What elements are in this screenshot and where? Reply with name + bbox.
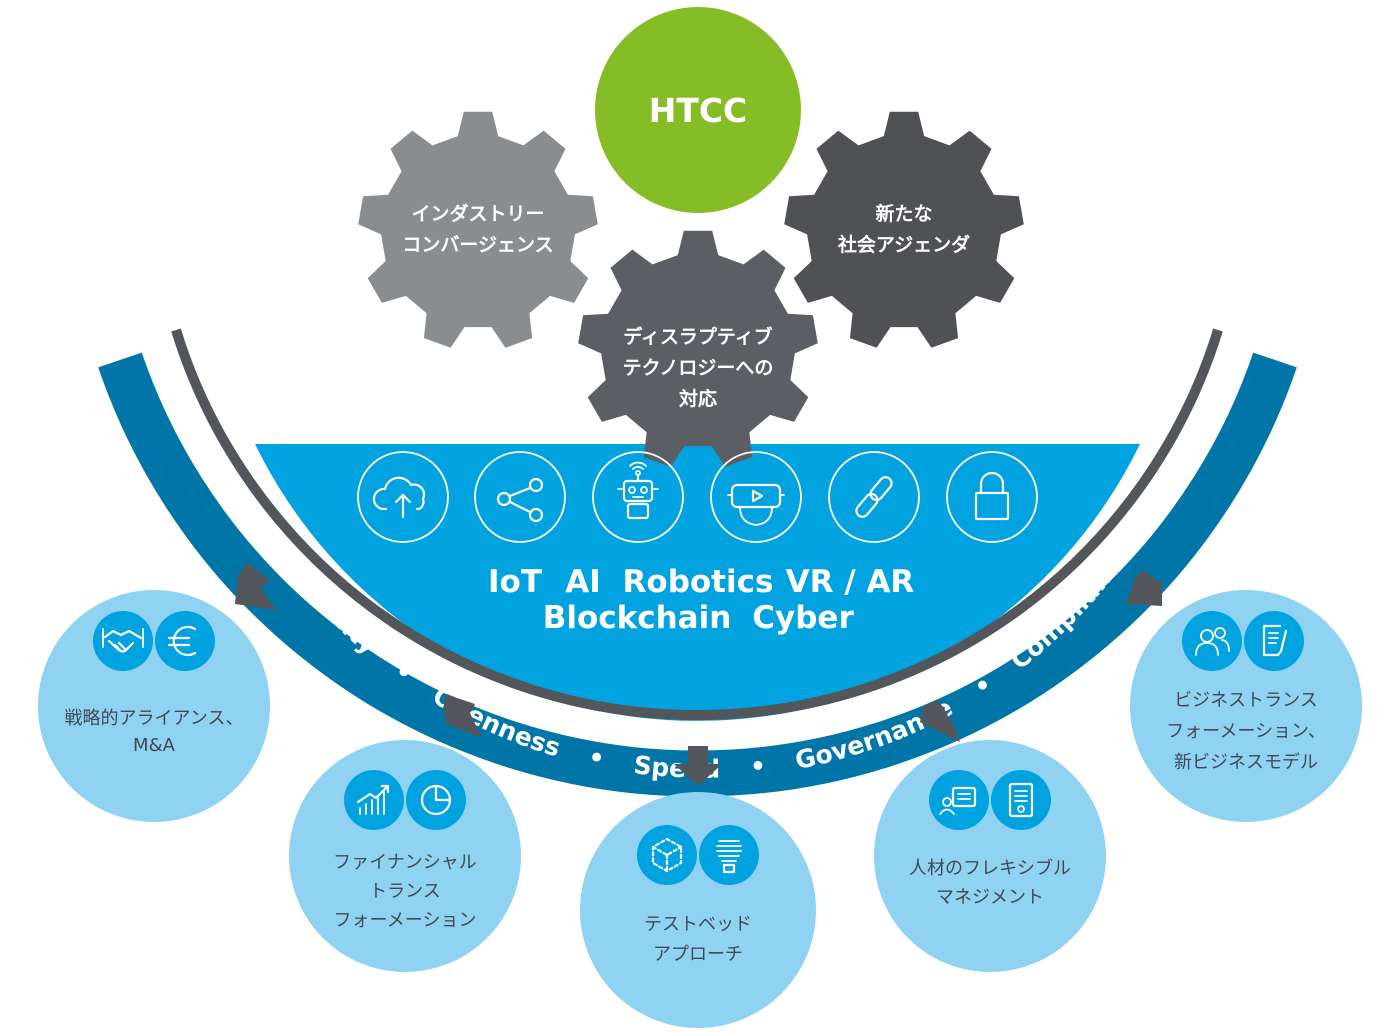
outcome-alliance-line-2: M&A: [133, 735, 176, 756]
gear-htcc-circle: [595, 7, 801, 213]
arrow-to-outcome-2: [443, 694, 482, 738]
document-icon: [991, 770, 1051, 830]
tech-label-vr-ar: VR / AR: [786, 564, 915, 600]
gear-disruptive-shape: [578, 230, 818, 467]
outcome-alliance-line-1: 戦略的アライアンス、: [65, 708, 244, 729]
gear-industry-convergence: インダストリー コンバージェンス: [358, 111, 598, 348]
technology-basin: [255, 444, 1140, 721]
gear-industry-label: インダストリー コンバージェンス: [402, 202, 553, 256]
outcome-financial: ファイナンシャル トランス フォーメーション: [289, 740, 521, 972]
outcome-testbed-line-2: アプローチ: [653, 944, 743, 965]
outcome-testbed-line-1: テストベッド: [644, 914, 752, 935]
principle-separator-3: •: [748, 751, 767, 782]
robot-icon: [592, 451, 684, 543]
outcome-alliance: 戦略的アライアンス、 M&A: [38, 590, 270, 822]
arrow-to-outcome-1: [235, 562, 276, 610]
outcome-financial-line-2: トランス: [369, 881, 441, 902]
gear-social-shape: [784, 111, 1024, 348]
cube-icon: [637, 825, 697, 885]
outcome-talent-circle: [874, 740, 1106, 972]
lightbulb-icon: [699, 825, 759, 885]
gear-social-agenda: 新たな 社会アジェンダ: [784, 111, 1024, 348]
outcome-talent-line-1: 人材のフレキシブル: [909, 857, 1071, 879]
outcome-alliance-circle: [38, 590, 270, 822]
gear-htcc: HTCC: [595, 7, 801, 213]
gear-social-line-2: 社会アジェンダ: [837, 233, 970, 256]
link-icon: [828, 451, 920, 543]
cloud-upload-icon: [357, 451, 449, 543]
checklist-icon: [1244, 611, 1304, 671]
tech-label-iot: IoT: [488, 564, 542, 600]
tech-label-robotics: Robotics: [623, 564, 774, 600]
outcome-testbed-circle: [580, 792, 816, 1028]
outcome-financial-line-1: ファイナンシャル: [333, 852, 477, 873]
gear-disruptive-label: ディスラプティブ テクノロジーへの 対応: [623, 325, 774, 410]
outcome-business-line-2: フォーメーション、: [1166, 721, 1326, 742]
gear-disruptive-technology: ディスラプティブ テクノロジーへの 対応: [578, 230, 818, 467]
outcome-financial-line-3: フォーメーション: [334, 910, 477, 931]
arrow-to-outcome-3: [674, 746, 722, 786]
presenter-icon: [929, 770, 989, 830]
gear-htcc-label: HTCC: [649, 91, 748, 130]
share-icon: [474, 451, 566, 543]
pie-chart-icon: [406, 770, 466, 830]
vr-headset-icon: [710, 451, 802, 543]
gear-industry-shape: [358, 111, 598, 348]
arrows: [235, 562, 1162, 786]
growth-chart-icon: [344, 770, 404, 830]
euro-icon: [155, 611, 215, 671]
gear-industry-line-1: インダストリー: [411, 202, 544, 225]
tech-label-ai: AI: [565, 564, 601, 600]
outcome-business-line-1: ビジネストランス: [1174, 690, 1318, 711]
outcome-talent: 人材のフレキシブル マネジメント: [874, 740, 1106, 972]
gear-social-line-1: 新たな: [875, 202, 932, 225]
principles-arc-stripe: [171, 328, 1223, 721]
technology-icons: [357, 451, 1038, 543]
outcome-talent-line-2: マネジメント: [936, 887, 1044, 908]
arrow-to-outcome-5: [1126, 570, 1162, 606]
outcome-business: ビジネストランス フォーメーション、 新ビジネスモデル: [1130, 590, 1362, 822]
outcome-business-line-3: 新ビジネスモデル: [1174, 752, 1318, 773]
principle-separator-2: •: [586, 742, 608, 774]
outcome-testbed: テストベッド アプローチ: [580, 792, 816, 1028]
tech-label-blockchain: Blockchain: [543, 600, 732, 636]
gear-disruptive-line-1: ディスラプティブ: [623, 325, 773, 348]
handshake-icon: [93, 611, 153, 671]
gear-disruptive-line-3: 対応: [678, 387, 717, 410]
lock-icon: [946, 451, 1038, 543]
people-icon: [1182, 611, 1242, 671]
tech-label-cyber: Cyber: [752, 600, 854, 636]
gear-disruptive-line-2: テクノロジーへの: [623, 357, 774, 379]
arrow-to-outcome-4: [920, 700, 960, 742]
gear-industry-line-2: コンバージェンス: [402, 234, 553, 256]
gear-social-label: 新たな 社会アジェンダ: [837, 202, 970, 256]
technology-labels: IoT AI Robotics VR / AR Blockchain Cyber: [488, 564, 914, 636]
